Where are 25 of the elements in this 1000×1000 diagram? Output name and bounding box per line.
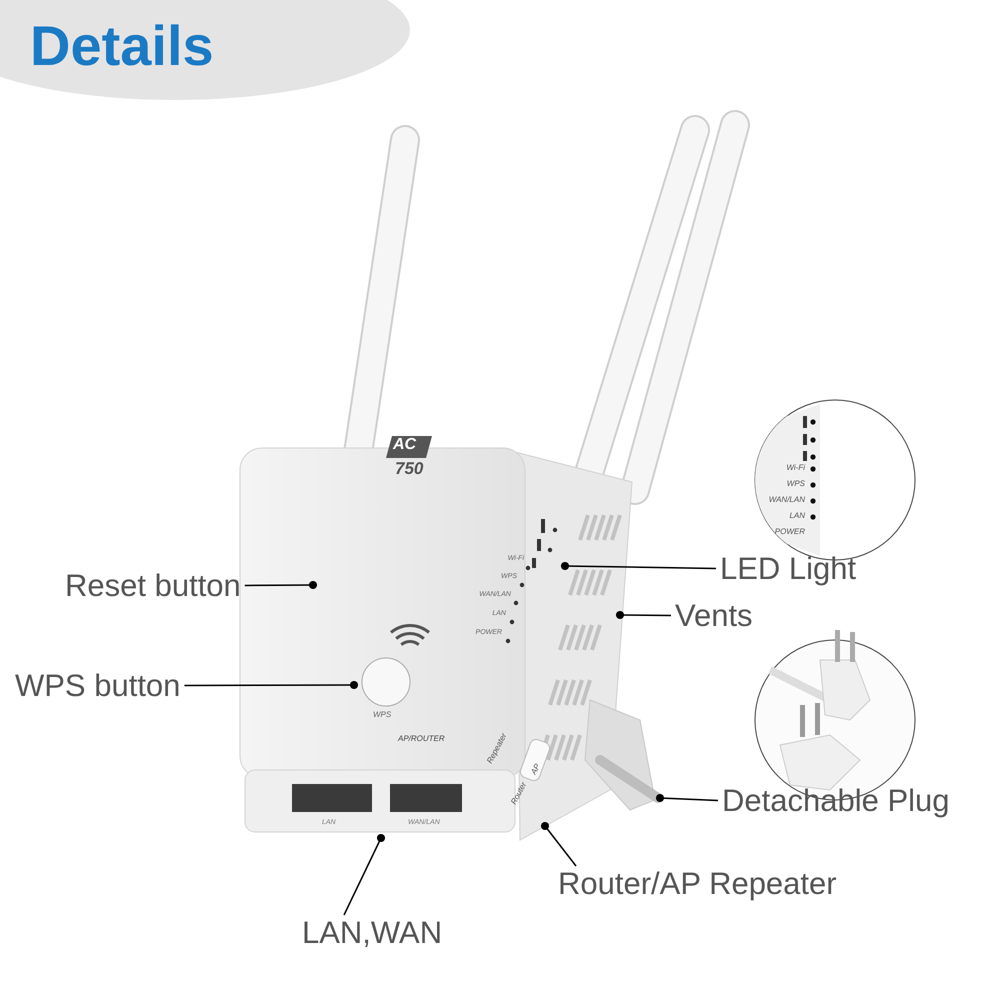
leader-line (184, 680, 358, 690)
led-label: Wi-Fi (786, 464, 805, 472)
leader-line (343, 834, 386, 916)
switch-label: AP (530, 762, 542, 776)
badge-text: 750 (395, 460, 424, 477)
leader-line (540, 822, 577, 866)
led-label: POWER (774, 528, 805, 536)
callout-label: Detachable Plug (722, 785, 950, 816)
callout-label: Reset button (65, 570, 241, 601)
leader-line (656, 794, 718, 802)
callout-label: LAN,WAN (302, 917, 442, 948)
led-label: WAN/LAN (768, 496, 805, 504)
device-label: AP/ROUTER (398, 735, 445, 743)
leader-line (560, 562, 716, 570)
callout-label: LED Light (720, 553, 856, 584)
callout-label: WPS button (15, 670, 180, 701)
button-label: WPS (373, 711, 392, 719)
badge-text: AC (393, 437, 416, 453)
leader-line (244, 580, 318, 590)
led-label: WPS (786, 480, 805, 488)
led-label: LAN (789, 512, 805, 520)
callout-label: Router/AP Repeater (558, 868, 837, 899)
callout-label: Vents (675, 600, 753, 631)
title: Details (30, 18, 214, 74)
leader-line (616, 610, 671, 620)
